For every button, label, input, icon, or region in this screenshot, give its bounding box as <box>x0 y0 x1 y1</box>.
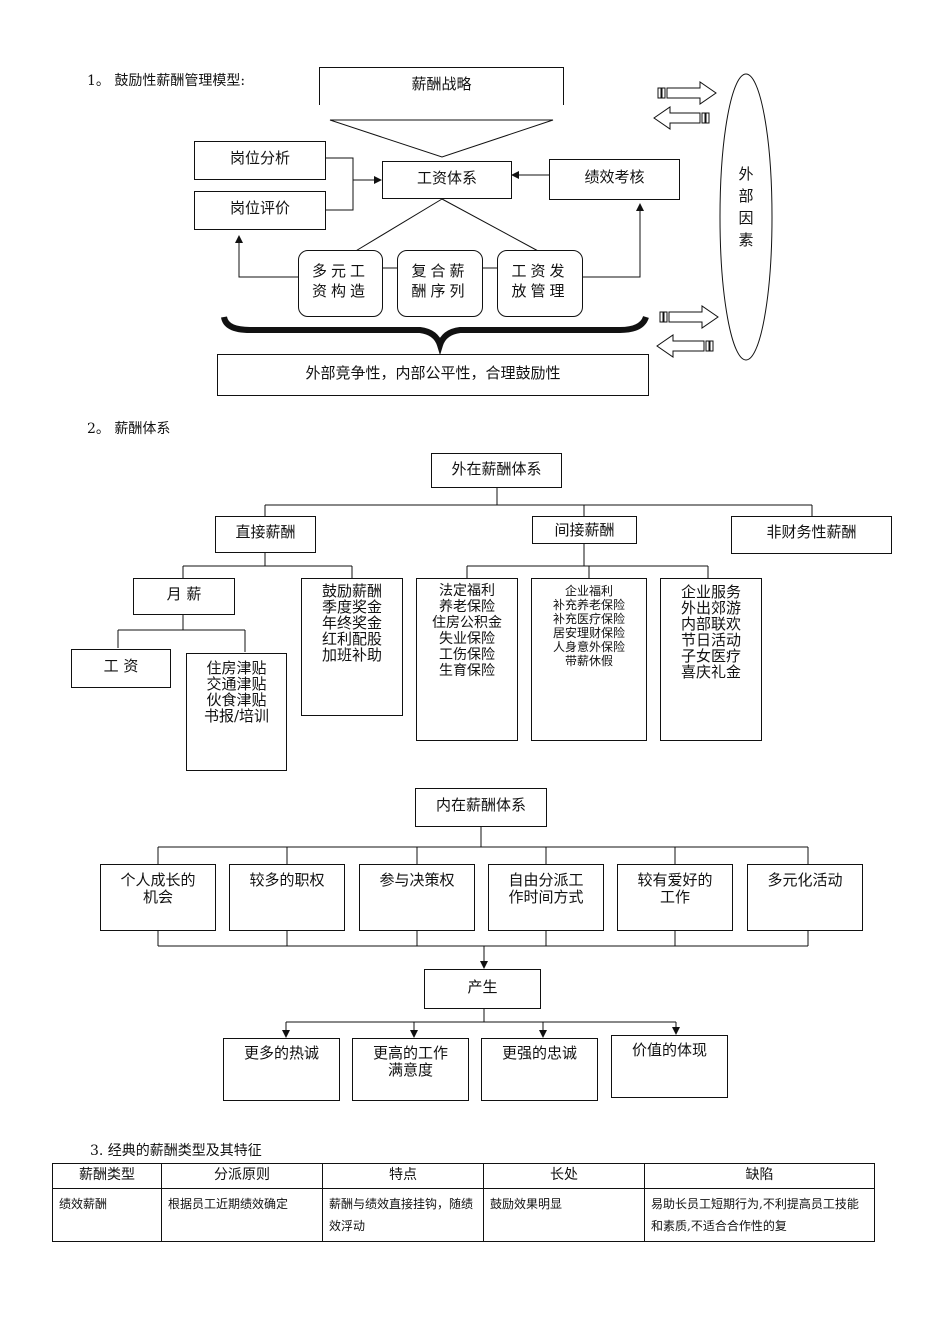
section3-heading: 3. 经典的薪酬类型及其特征 <box>90 1143 262 1159</box>
job-evaluation-label: 岗位评价 <box>229 199 290 217</box>
internal-item-label: 个人成长的 机会 <box>120 871 196 906</box>
composite-pay-box <box>397 250 483 317</box>
external-root-label: 外在薪酬体系 <box>451 460 542 478</box>
job-to-wage-connector <box>326 157 354 211</box>
brace-shape <box>221 315 649 356</box>
principles-box <box>217 354 649 396</box>
nonfinancial-pay-box <box>731 516 892 554</box>
performance-review-box <box>549 159 680 200</box>
wage-label: 工 资 <box>103 657 139 675</box>
result-label: 更强的忠诚 <box>501 1044 577 1062</box>
block-arrow-right-top <box>657 81 717 105</box>
direct-pay-label: 直接薪酬 <box>235 523 296 541</box>
table-row: 绩效薪酬 根据员工近期绩效确定 薪酬与绩效直接挂钩，随绩效浮动 鼓励效果明显 易… <box>52 1188 875 1242</box>
nonfinancial-pay-label: 非财务性薪酬 <box>766 523 857 541</box>
indirect-pay-label: 间接薪酬 <box>554 521 615 539</box>
result-label: 更高的工作 满意度 <box>372 1044 448 1079</box>
strategy-label: 薪酬战略 <box>411 75 472 93</box>
table-cell: 根据员工近期绩效确定 <box>161 1188 323 1242</box>
internal-item-label: 参与决策权 <box>379 871 455 889</box>
table-header-row: 薪酬类型 分派原则 特点 长处 缺陷 <box>52 1163 875 1189</box>
internal-item-label: 较多的职权 <box>249 871 325 889</box>
result-box <box>481 1038 598 1101</box>
table-cell: 绩效薪酬 <box>52 1188 162 1242</box>
produce-box <box>424 969 541 1009</box>
produce-label: 产生 <box>467 978 498 996</box>
column-header: 特点 <box>322 1163 484 1189</box>
performance-review-label: 绩效考核 <box>584 168 645 186</box>
job-analysis-box <box>194 141 326 180</box>
external-root-box <box>431 453 562 488</box>
block-arrow-left-top <box>653 106 710 130</box>
internal-item-label: 多元化活动 <box>767 871 843 889</box>
pay-types-table: 薪酬类型 分派原则 特点 长处 缺陷 绩效薪酬 根据员工近期绩效确定 薪酬与绩效… <box>52 1163 875 1242</box>
indirect-pay-box <box>532 516 637 544</box>
statutory-benefits-box <box>416 578 518 741</box>
internal-root-box <box>415 788 547 827</box>
enterprise-benefits-box <box>531 578 647 741</box>
monthly-salary-label: 月 薪 <box>166 585 202 603</box>
result-box <box>611 1035 728 1098</box>
result-box <box>223 1038 340 1101</box>
internal-root-label: 内在薪酬体系 <box>435 796 526 814</box>
external-factors-label: 外 部 因 素 <box>738 165 754 249</box>
wage-payment-box <box>497 250 583 317</box>
internal-item-box <box>488 864 604 931</box>
wage-system-label: 工资体系 <box>416 169 477 187</box>
bonus-list: 鼓励薪酬 季度奖金 年终奖金 红利配股 加班补助 <box>321 582 382 664</box>
direct-pay-box <box>215 516 316 553</box>
internal-item-box <box>100 864 216 931</box>
services-box <box>660 578 762 741</box>
internal-item-label: 自由分派工 作时间方式 <box>508 871 584 906</box>
internal-item-box <box>617 864 733 931</box>
monthly-salary-box <box>133 578 235 615</box>
enterprise-benefits-list: 企业福利 补充养老保险 补充医疗保险 居安理财保险 人身意外保险 带薪休假 <box>552 584 625 668</box>
allowance-box <box>186 653 287 771</box>
section1-heading: 1。 鼓励性薪酬管理模型: <box>87 73 246 89</box>
table-cell: 易助长员工短期行为,不利提高员工技能和素质,不适合合作性的复 <box>644 1188 875 1242</box>
internal-item-box <box>229 864 345 931</box>
services-list: 企业服务 外出郊游 内部联欢 节日活动 子女医疗 喜庆礼金 <box>680 583 741 681</box>
wage-system-box <box>382 161 512 199</box>
allowance-list: 住房津贴 交通津贴 伙食津贴 书报/培训 <box>203 659 270 725</box>
result-box <box>352 1038 469 1101</box>
principles-label: 外部竞争性，内部公平性，合理鼓励性 <box>305 364 561 382</box>
strategy-box <box>319 67 564 105</box>
job-analysis-label: 岗位分析 <box>229 149 290 167</box>
table-cell: 鼓励效果明显 <box>483 1188 645 1242</box>
column-header: 缺陷 <box>644 1163 875 1189</box>
job-evaluation-box <box>194 191 326 230</box>
internal-item-box <box>359 864 475 931</box>
block-arrow-right-bottom <box>659 305 719 329</box>
table-cell: 薪酬与绩效直接挂钩，随绩效浮动 <box>322 1188 484 1242</box>
bonus-box <box>301 578 403 716</box>
result-label: 价值的体现 <box>631 1041 707 1059</box>
multi-wage-label: 多元工 资构造 <box>311 262 369 300</box>
wage-box <box>71 649 171 688</box>
column-header: 分派原则 <box>161 1163 323 1189</box>
multi-wage-box <box>298 250 383 317</box>
external-factors-ellipse <box>719 73 773 361</box>
composite-pay-label: 复合薪 酬序列 <box>411 262 469 300</box>
column-header: 薪酬类型 <box>52 1163 162 1189</box>
internal-item-label: 较有爱好的 工作 <box>637 871 713 906</box>
result-label: 更多的热诚 <box>243 1044 319 1062</box>
internal-item-box <box>747 864 863 931</box>
statutory-benefits-list: 法定福利 养老保险 住房公积金 失业保险 工伤保险 生育保险 <box>432 583 502 679</box>
strategy-chevron <box>329 119 554 158</box>
wage-payment-label: 工资发 放管理 <box>511 262 569 300</box>
section2-heading: 2。 薪酬体系 <box>87 421 171 437</box>
column-header: 长处 <box>483 1163 645 1189</box>
block-arrow-left-bottom <box>656 334 714 358</box>
